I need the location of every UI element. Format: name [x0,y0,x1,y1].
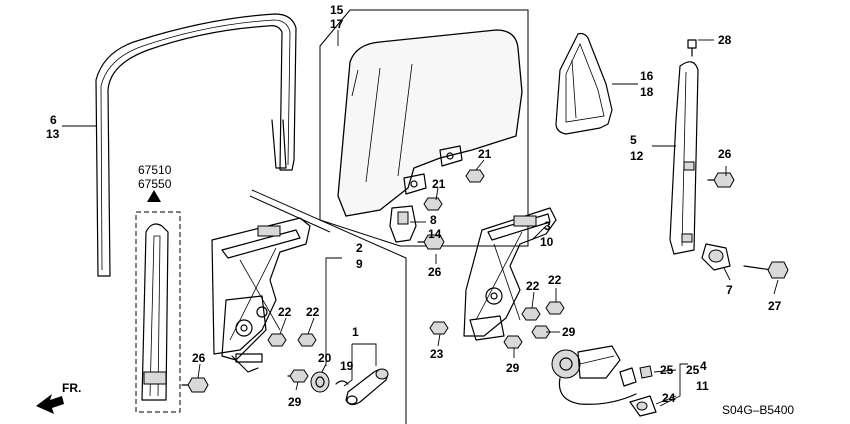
callout-25-a: 25 [660,363,674,377]
callout-20: 20 [318,351,332,365]
callout-16: 16 [640,69,654,83]
callout-19: 19 [340,359,354,373]
bolt-29-left [287,369,309,383]
callout-1: 1 [352,325,359,339]
callout-22-right-a: 22 [526,279,540,293]
callout-24: 24 [662,391,676,405]
connector-25 [639,365,653,379]
bolt-29-right-b [531,325,551,339]
callout-14: 14 [428,227,442,241]
glass-holders [403,145,463,195]
glass-holder-lower [389,205,417,243]
callout-22-left-a: 22 [278,305,292,319]
callout-21-upper: 21 [478,147,492,161]
door-panel-outline [249,189,407,424]
callout-23: 23 [430,347,444,361]
leader-lines [62,30,779,407]
diagram-code: S04G–B5400 [722,403,794,417]
callout-22-right-b: 22 [548,273,562,287]
callout-5: 5 [630,133,637,147]
callout-10: 10 [540,235,554,249]
arrow-up-icon [147,190,161,202]
callout-26-right: 26 [718,147,732,161]
callout-22-left-b: 22 [306,305,320,319]
window-regulator-left [211,217,311,373]
bolt-27 [743,261,789,279]
callout-7: 7 [726,283,733,297]
front-direction-indicator [36,394,64,414]
callout-9: 9 [356,257,363,271]
bolts-22-right [521,301,565,321]
callout-28: 28 [718,33,732,47]
callout-27: 27 [768,299,782,313]
callout-2: 2 [356,241,363,255]
screw-28 [687,39,697,57]
callout-29-right-a: 29 [506,361,520,375]
connector-24 [629,395,657,417]
window-handle [345,368,389,406]
quarter-channel [555,32,613,135]
callout-29-left: 29 [288,395,302,409]
bolts-22-left [267,333,317,347]
callout-18: 18 [640,85,654,99]
callout-6: 6 [50,113,57,127]
bolt-23 [429,321,449,335]
ref-code-67510: 67510 [138,163,172,177]
bolt-26-left [181,377,209,393]
bolts-21 [423,169,485,211]
ref-code-67550: 67550 [138,177,172,191]
callout-3: 3 [544,219,551,233]
callout-8: 8 [430,213,437,227]
grommet-20 [310,371,330,393]
callout-4: 4 [700,359,707,373]
window-regulator-right [463,207,557,341]
bolt-29-right-a [503,335,523,349]
callout-26-left: 26 [192,351,206,365]
callout-17: 17 [330,17,344,31]
rear-channel [669,61,699,255]
bolt-26-center [417,234,445,250]
callout-12: 12 [630,149,644,163]
window-motor [551,345,637,405]
callout-11: 11 [696,379,709,393]
callout-26-center: 26 [428,265,442,279]
callout-21-lower: 21 [432,177,446,191]
bolt-26-right [707,172,735,188]
callout-29-right-b: 29 [562,325,576,339]
clip-19 [335,380,349,385]
door-glass [319,9,529,247]
door-run-channel [95,13,297,277]
direction-label: FR. [62,381,81,395]
stopper-7 [701,243,731,271]
sub-assembly-box [135,211,181,413]
callout-13: 13 [46,127,60,141]
callout-25-b: 25 [686,363,700,377]
callout-15: 15 [330,3,344,17]
arrow-left-icon [36,394,64,414]
